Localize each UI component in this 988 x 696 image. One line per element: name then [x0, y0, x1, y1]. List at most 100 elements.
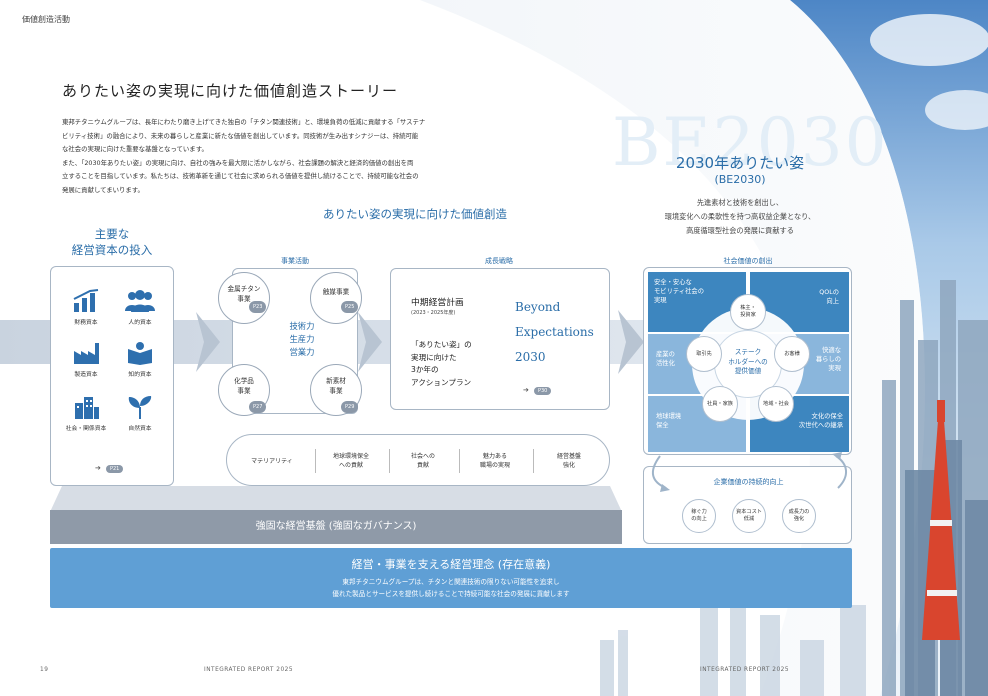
capital-label: 財務資本 [74, 320, 98, 326]
capital-item: 知的資本 [111, 341, 169, 378]
page-ref-badge[interactable]: P29 [341, 401, 359, 413]
materiality-item: 社会への 貢献 [410, 453, 435, 469]
strength-label: 営業力 [289, 347, 315, 357]
report-name-left: INTEGRATED REPORT 2025 [204, 667, 294, 673]
capital-label: 製造資本 [74, 372, 98, 378]
business-label: 触媒事業 [322, 288, 350, 296]
materiality-card: マテリアリティ 地球環境保全 への貢献 社会への 貢献 魅力ある 職場の実現 経… [226, 434, 610, 486]
report-name-right: INTEGRATED REPORT 2025 [700, 667, 790, 673]
stakeholder-circle: 株主・ 投資家 [730, 294, 766, 330]
flow-arrows [196, 310, 644, 374]
social-value-card: 安全・安心な モビリティ社会の 実現 QOLの 向上 産業の 活性化 快適な 暮… [643, 267, 852, 455]
page-title: ありたい姿の実現に向けた価値創造ストーリー [62, 82, 399, 100]
divider [533, 449, 534, 473]
plan-name: Beyond Expectations 2030 [515, 295, 594, 370]
divider [389, 449, 390, 473]
mtp-description: 「ありたい姿」の 実現に向けた 3か年の アクションプラン [411, 339, 472, 389]
stakeholder-circle: 社員・家族 [702, 386, 738, 422]
page-ref-badge[interactable]: P27 [249, 401, 267, 413]
chart-icon [73, 289, 99, 312]
business-circle: 化学品 事業 P27 [218, 364, 270, 416]
arrow-right-icon: ➔ [523, 386, 529, 394]
quadrant-label: 産業の 活性化 [656, 351, 675, 367]
mtp-desc-line: 実現に向けた [411, 352, 457, 362]
capital-card: 財務資本 人的資本 製造資本 知的資本 社会・関係資本 自然資本 ➔ P21 [50, 266, 174, 486]
philosophy-line: 優れた製品とサービスを提供し続けることで持続可能な社会の発展に貢献します [332, 590, 570, 598]
philosophy-text: 東邦チタニウムグループは、チタンと関連技術の限りない可能性を追求し 優れた製品と… [50, 576, 852, 600]
vision-watermark: BE2030 [612, 104, 889, 181]
factory-icon [74, 343, 99, 364]
business-circle: 金属チタン 事業 P23 [218, 272, 270, 324]
sustain-item: 資本コスト 低減 [732, 499, 766, 533]
cycle-arrows [651, 452, 847, 492]
capital-title-line: 経営資本の投入 [71, 243, 153, 257]
page-ref-badge[interactable]: P23 [249, 301, 267, 313]
stakeholder-circle: 地域・社会 [758, 386, 794, 422]
plan-name-line: Expectations [515, 325, 594, 339]
capital-title-line: 主要な [94, 227, 130, 241]
center-line: ホルダーへの [728, 357, 768, 366]
quadrant-label: 安全・安心な モビリティ社会の 実現 [654, 279, 704, 304]
divider [459, 449, 460, 473]
capital-label: 自然資本 [128, 426, 152, 432]
strength-label: 技術力 [289, 321, 315, 331]
business-heading: 事業活動 [281, 257, 309, 265]
capital-label: 社会・関係資本 [65, 426, 107, 432]
quadrant-label: 地球環境 保全 [656, 413, 682, 429]
arrow-right-icon: ➔ [95, 464, 101, 472]
page-ref-badge[interactable]: P25 [341, 301, 359, 313]
mtp-title: 中期経営計画 [411, 298, 464, 308]
plan-name-line: 2030 [515, 350, 546, 364]
people-icon [125, 290, 155, 312]
page-ref-badge: P30 [533, 387, 552, 395]
stakeholder-circle: お客様 [774, 336, 810, 372]
vision-desc-line: 環境変化への柔軟性を持つ高収益企業となり、 [664, 212, 816, 221]
quadrant-label: 快適な 暮らしの 実現 [815, 347, 841, 372]
building-icon [75, 397, 99, 419]
vision-desc-line: 先進素材と技術を創出し、 [696, 198, 784, 207]
capital-label: 人的資本 [128, 320, 152, 326]
materiality-item: 地球環境保全 への貢献 [332, 453, 369, 469]
materiality-label: マテリアリティ [251, 457, 293, 465]
capital-page-ref[interactable]: ➔ P21 [95, 455, 124, 474]
section-label: 価値創造活動 [22, 15, 70, 24]
plan-name-line: Beyond [515, 300, 561, 314]
mtp-desc-line: 「ありたい姿」の [411, 340, 472, 349]
foundation-shade [50, 486, 622, 512]
quadrant-label: 文化の保全 次世代への継承 [798, 413, 843, 429]
business-circle: 新素材 事業 P29 [310, 364, 362, 416]
sustain-heading: 企業価値の持続的向上 [713, 478, 784, 486]
quadrant-label: QOLの 向上 [819, 289, 839, 305]
intro-line: ビリティ技術」の融合により、未来の暮らしと産業に新たな価値を創出しています。同技… [62, 131, 419, 140]
business-label: 化学品 [234, 377, 254, 385]
capital-label: 知的資本 [128, 372, 152, 378]
social-value-heading: 社会価値の創出 [723, 257, 773, 265]
business-label: 事業 [237, 295, 251, 303]
strengths: 技術力 生産力 営業力 [282, 320, 322, 359]
business-label: 事業 [237, 387, 251, 395]
intro-line: 東邦チタニウムグループは、長年にわたり磨き上げてきた独自の「チタン関連技術」と、… [62, 118, 426, 126]
business-label: 新素材 [326, 377, 346, 385]
mtp-desc-line: 3か年の [411, 365, 439, 374]
mtp-period: (2023・2025年度) [411, 310, 456, 316]
vision-subtitle: (BE2030) [714, 173, 766, 186]
materiality-item: 魅力ある 職場の実現 [479, 453, 510, 469]
value-creation-title: ありたい姿の実現に向けた価値創造 [323, 207, 507, 221]
page-ref-badge: P21 [105, 465, 124, 473]
philosophy-bar: 経営・事業を支える経営理念 (存在意義) 東邦チタニウムグループは、チタンと関連… [50, 548, 852, 608]
stakeholder-circle: 取引先 [686, 336, 722, 372]
sustainable-value-card: 企業価値の持続的向上 稼ぐ力 の向上 資本コスト 低減 成長力の 強化 [643, 466, 852, 544]
business-circle: 触媒事業 P25 [310, 272, 362, 324]
strength-label: 生産力 [289, 334, 315, 344]
capital-title: 主要な 経営資本の投入 [62, 226, 162, 258]
sustain-item: 成長力の 強化 [782, 499, 816, 533]
philosophy-line: 東邦チタニウムグループは、チタンと関連技術の限りない可能性を追求し [342, 578, 560, 586]
vision-title: 2030年ありたい姿 [675, 154, 805, 172]
capital-item: 製造資本 [57, 341, 115, 378]
sprout-icon [128, 396, 152, 419]
strategy-page-ref[interactable]: ➔ P30 [523, 377, 552, 396]
intro-line: また、「2030年ありたい姿」の実現に向け、自社の強みを最大限に活かしながら、社… [62, 158, 414, 167]
intro-line: 立することを目指しています。私たちは、技術革新を通じて社会に求められる価値を提供… [62, 172, 419, 180]
center-line: 提供価値 [734, 367, 762, 375]
strategy-heading: 成長戦略 [485, 257, 513, 265]
